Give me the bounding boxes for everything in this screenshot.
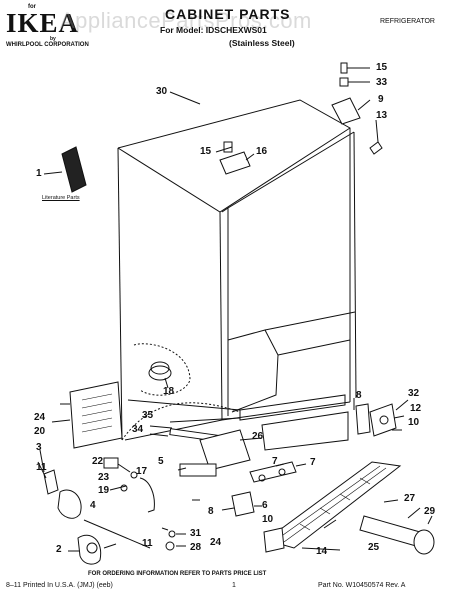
callout-24-left: 24 (34, 412, 46, 423)
leader-30 (169, 91, 201, 105)
print-info: 8–11 Printed In U.S.A. (JMJ) (eeb) (6, 582, 113, 589)
category-label: REFRIGERATOR (380, 18, 435, 25)
brand-for-text: for (28, 4, 36, 10)
callout-29: 29 (424, 506, 436, 517)
callout-15-top: 15 (376, 62, 388, 73)
callout-5: 5 (158, 456, 164, 467)
lower-left-hardware (37, 449, 155, 565)
model-line: For Model: IDSCHEXWS01 (160, 25, 267, 35)
callout-22: 22 (92, 456, 104, 467)
callout-11-lower: 11 (142, 538, 153, 549)
callout-32: 32 (408, 388, 420, 399)
callout-35: 35 (142, 410, 154, 421)
rear-panel (51, 381, 123, 449)
callout-6: 6 (262, 500, 268, 511)
callout-23: 23 (98, 472, 110, 483)
page-number: 1 (232, 582, 236, 589)
callout-16: 16 (256, 146, 268, 157)
callout-2: 2 (56, 544, 62, 555)
leveling-roller (359, 499, 435, 555)
callout-8-right: 8 (356, 390, 362, 401)
callout-7-right: 7 (310, 457, 316, 468)
callout-31: 31 (190, 528, 202, 539)
literature-booklet-icon (43, 146, 87, 193)
callout-10-right: 10 (408, 417, 420, 428)
callout-19: 19 (98, 485, 110, 496)
callout-27: 27 (404, 493, 416, 504)
lower-fasteners (161, 527, 186, 551)
callout-30: 30 (156, 86, 168, 97)
callout-13: 13 (376, 110, 388, 121)
callout-14: 14 (316, 546, 328, 557)
whirlpool-corporation-text: WHIRLPOOL CORPORATION (6, 42, 89, 48)
brand-by-text: by (50, 36, 56, 42)
top-hinge-hardware (215, 62, 383, 175)
page-title: CABINET PARTS (165, 6, 291, 22)
ordering-note: FOR ORDERING INFORMATION REFER TO PARTS … (88, 571, 267, 577)
front-right-hardware (192, 461, 307, 517)
cabinet-body (117, 99, 357, 451)
callout-4: 4 (90, 500, 96, 511)
callout-9: 9 (378, 94, 384, 105)
callout-34: 34 (132, 424, 144, 435)
literature-parts-label: Literature Parts (42, 195, 80, 201)
callout-7-left: 7 (272, 456, 278, 467)
ikea-logo: IKEA (6, 8, 80, 38)
center-base-hardware (121, 402, 263, 477)
callout-15-mid: 15 (200, 146, 212, 157)
callout-17: 17 (136, 466, 148, 477)
part-number: Part No. W10450574 Rev. A (318, 582, 406, 589)
finish-line: (Stainless Steel) (229, 38, 295, 48)
watermark: AppliancePartsPros.com (60, 8, 312, 33)
base-grille (263, 461, 402, 553)
callout-12: 12 (410, 403, 422, 414)
right-base-bracket (353, 398, 409, 437)
callout-3: 3 (36, 442, 42, 453)
callout-33: 33 (376, 77, 388, 88)
callout-10-lower: 10 (262, 514, 274, 525)
callout-20: 20 (34, 426, 46, 437)
callout-11-left: 11 (36, 462, 47, 473)
callout-26: 26 (252, 431, 264, 442)
callout-28: 28 (190, 542, 202, 553)
callout-18: 18 (163, 386, 175, 397)
callout-8-lower: 8 (208, 506, 214, 517)
callout-25: 25 (368, 542, 380, 553)
callout-1: 1 (36, 168, 42, 179)
grommet-part (133, 343, 191, 396)
callout-24-lower: 24 (210, 537, 222, 548)
